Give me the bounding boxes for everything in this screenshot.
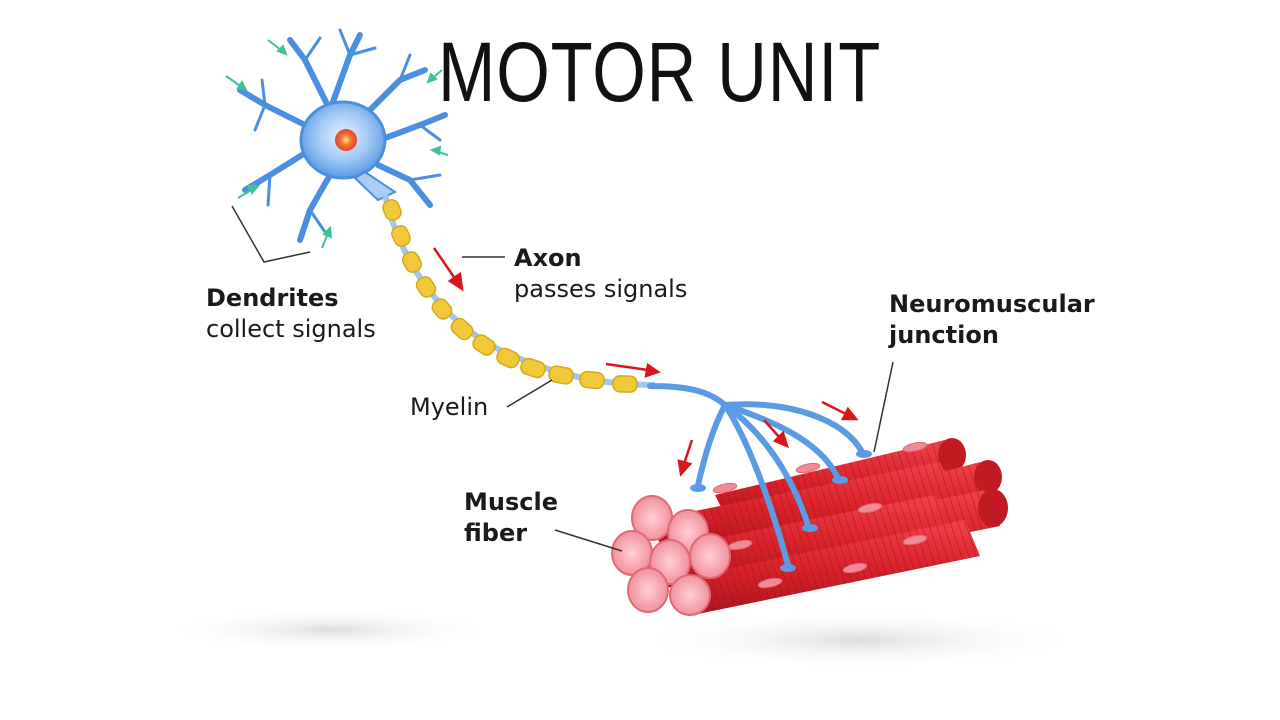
label-nmj-line2: junction [889, 320, 999, 349]
label-axon-desc: passes signals [514, 274, 688, 303]
label-nmj-line1: Neuromuscular [889, 290, 1095, 318]
input-arrows [225, 39, 449, 249]
floor-shadow-left [160, 608, 500, 652]
muscle-bundle [611, 438, 1008, 616]
label-axon-name: Axon [514, 244, 582, 272]
nucleus [335, 129, 357, 151]
label-muscle-line2: fiber [464, 518, 528, 547]
signal-arrows [432, 247, 859, 477]
diagram-title: MOTOR UNIT [438, 25, 882, 119]
terminal-endplates [690, 450, 872, 572]
label-muscle-line1: Muscle [464, 488, 558, 516]
label-dendrites-name: Dendrites [206, 284, 339, 312]
leader-lines [231, 205, 894, 552]
myelin-sheath [382, 199, 638, 393]
label-axon: Axon passes signals [514, 243, 687, 304]
muscle-nuclei [712, 441, 928, 589]
axon-terminals [647, 383, 865, 568]
muscle-fiber [672, 520, 980, 616]
label-dendrites-desc: collect signals [206, 314, 376, 343]
dendrites [237, 28, 448, 243]
floor-shadow-right [630, 610, 1090, 670]
label-muscle-fiber: Muscle fiber [464, 487, 558, 548]
label-neuromuscular-junction: Neuromuscular junction [889, 289, 1095, 350]
label-myelin-name: Myelin [410, 393, 489, 421]
label-myelin: Myelin [410, 392, 488, 423]
label-dendrites: Dendrites collect signals [206, 283, 376, 344]
axon-hillock [353, 170, 398, 202]
fiber-ends [611, 495, 731, 616]
neuron [237, 28, 448, 243]
